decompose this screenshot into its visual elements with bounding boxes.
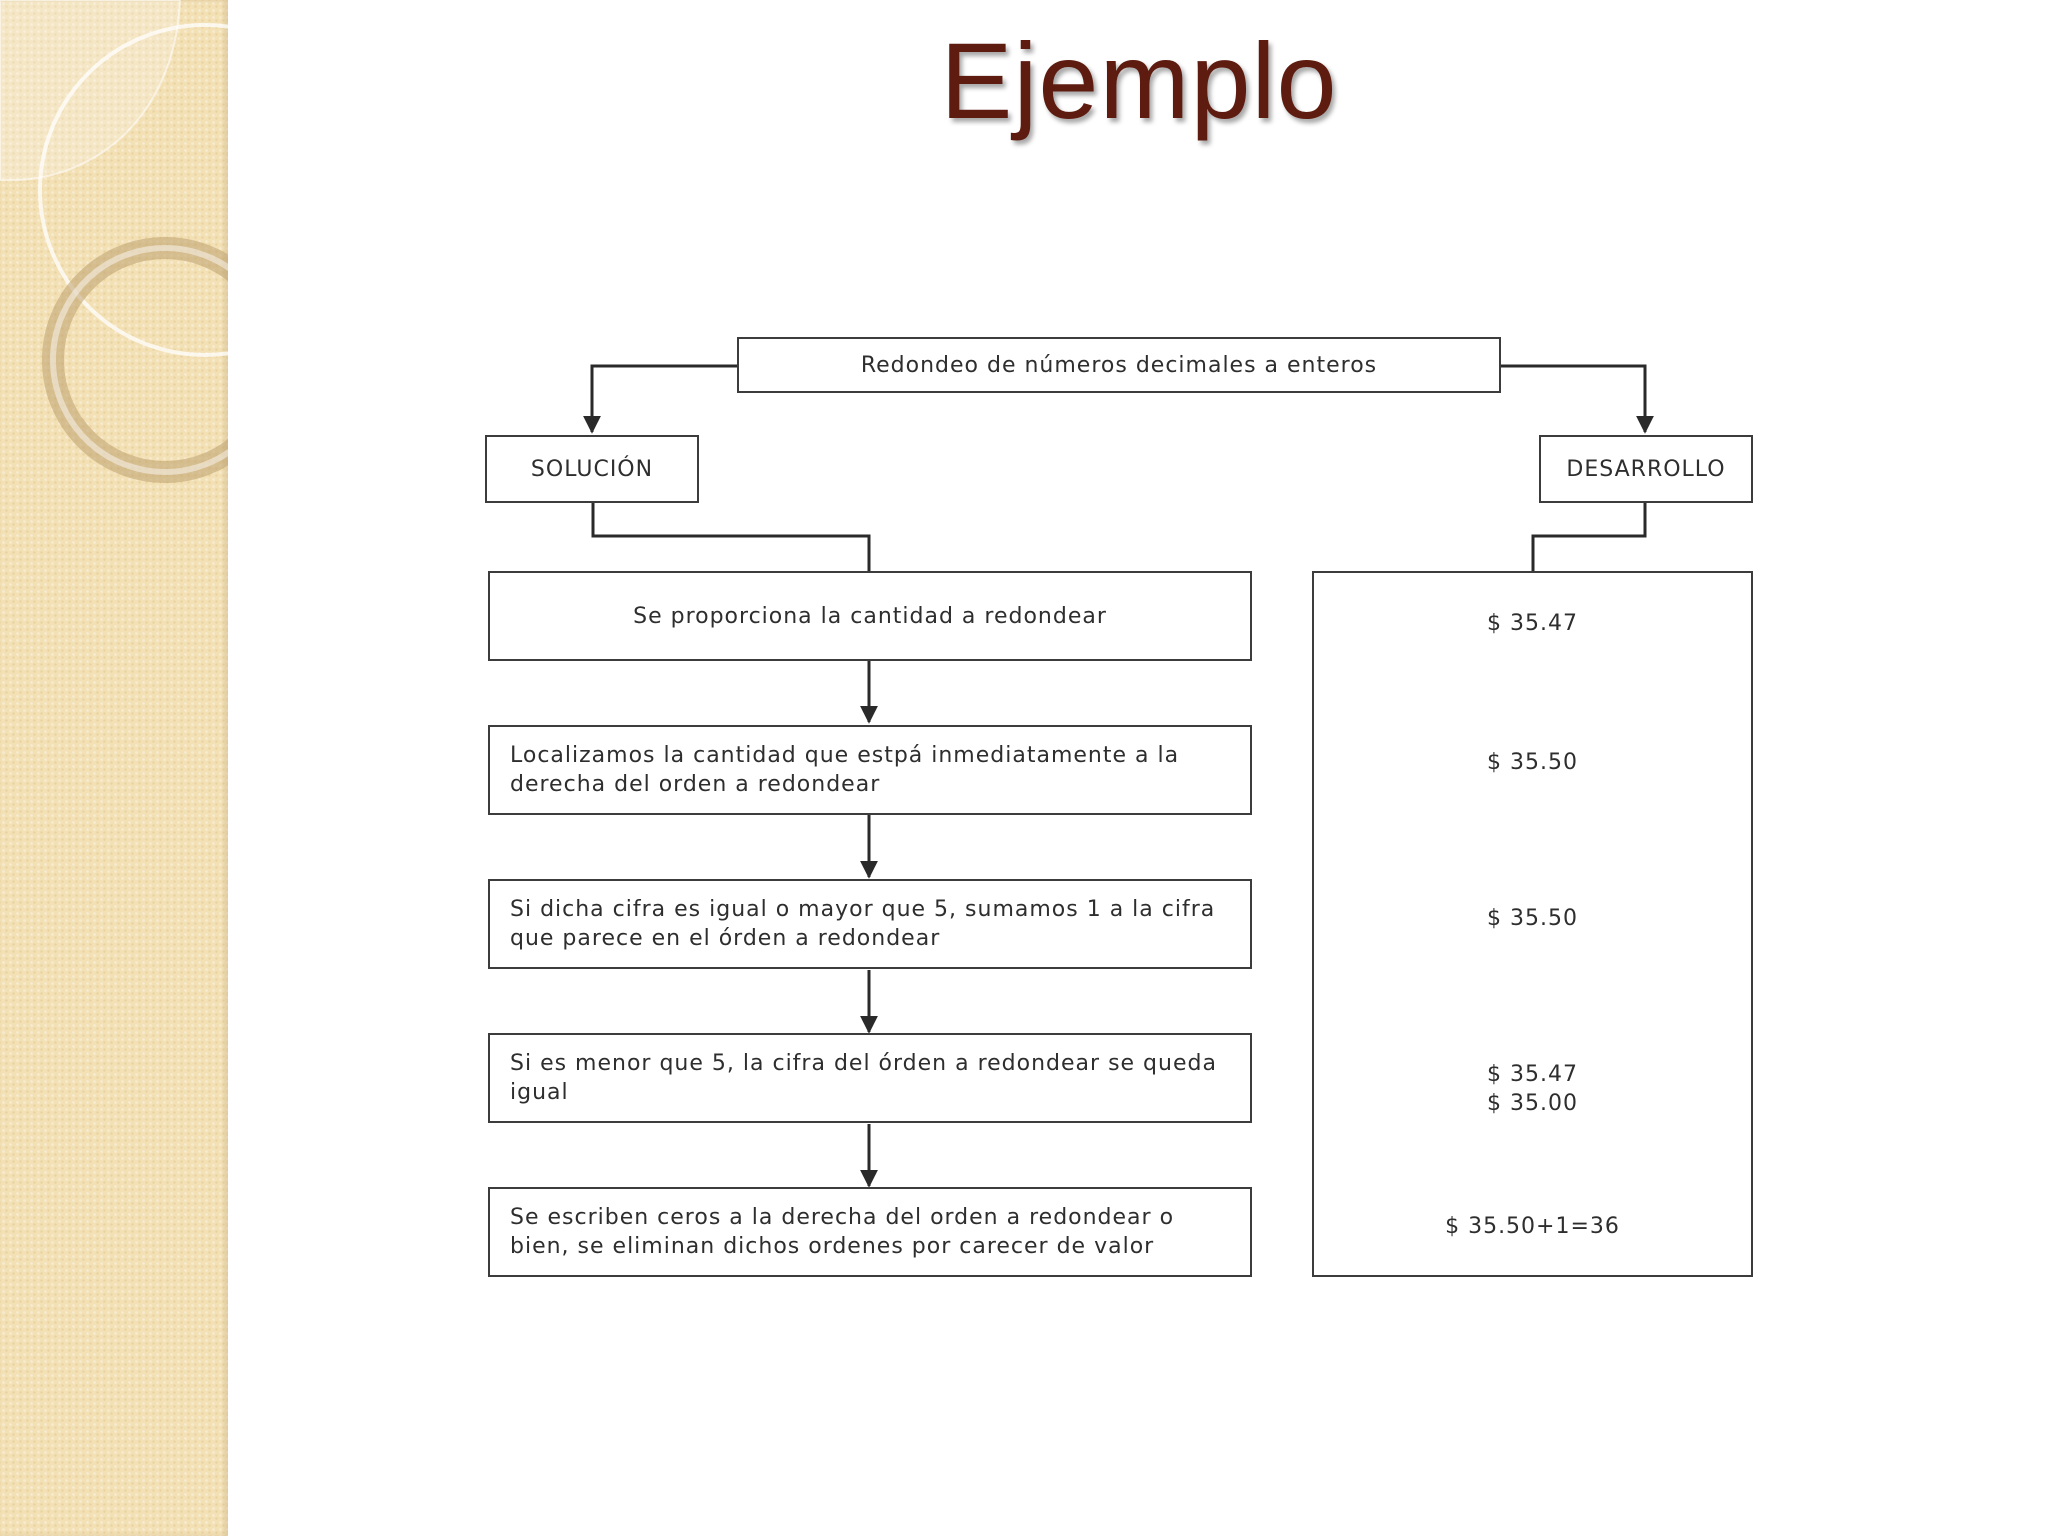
- root-node-label: Redondeo de números decimales a enteros: [860, 352, 1378, 378]
- root-to-desarrollo-arrow: [1499, 364, 1654, 434]
- development-value-2: $ 35.50: [1487, 750, 1578, 775]
- development-box: $ 35.47 $ 35.50 $ 35.50 $ 35.47 $ 35.00 …: [1312, 571, 1753, 1277]
- solucion-node: SOLUCIÓN: [485, 435, 699, 503]
- solucion-label: SOLUCIÓN: [530, 456, 654, 482]
- step-text-3: Si dicha cifra es igual o mayor que 5, s…: [510, 897, 1216, 951]
- step-text-4: Si es menor que 5, la cifra del órden a …: [510, 1051, 1217, 1105]
- slide-title: Ejemplo: [940, 20, 1338, 141]
- step-box-4: Si es menor que 5, la cifra del órden a …: [488, 1033, 1252, 1123]
- decorative-rings: [0, 0, 228, 483]
- desarrollo-node: DESARROLLO: [1539, 435, 1753, 503]
- step-box-3: Si dicha cifra es igual o mayor que 5, s…: [488, 879, 1252, 969]
- step-text-1: Se proporciona la cantidad a redondear: [633, 603, 1107, 629]
- decorative-sidebar: [0, 0, 228, 1536]
- development-value-6: $ 35.50+1=36: [1445, 1214, 1620, 1239]
- root-node: Redondeo de números decimales a enteros: [737, 337, 1501, 393]
- solucion-to-steps-connector: [591, 502, 871, 571]
- step-box-2: Localizamos la cantidad que estpá inmedi…: [488, 725, 1252, 815]
- step-text-5: Se escriben ceros a la derecha del orden…: [510, 1205, 1175, 1259]
- desarrollo-label: DESARROLLO: [1566, 456, 1726, 482]
- desarrollo-to-values-connector: [1531, 502, 1647, 572]
- step-text-2: Localizamos la cantidad que estpá inmedi…: [510, 743, 1180, 797]
- development-value-3: $ 35.50: [1487, 906, 1578, 931]
- root-to-solucion-arrow: [583, 364, 737, 434]
- development-value-5: $ 35.00: [1487, 1091, 1578, 1116]
- development-value-4: $ 35.47: [1487, 1062, 1578, 1087]
- step-box-5: Se escriben ceros a la derecha del orden…: [488, 1187, 1252, 1277]
- step-box-1: Se proporciona la cantidad a redondear: [488, 571, 1252, 661]
- development-value-1: $ 35.47: [1487, 611, 1578, 636]
